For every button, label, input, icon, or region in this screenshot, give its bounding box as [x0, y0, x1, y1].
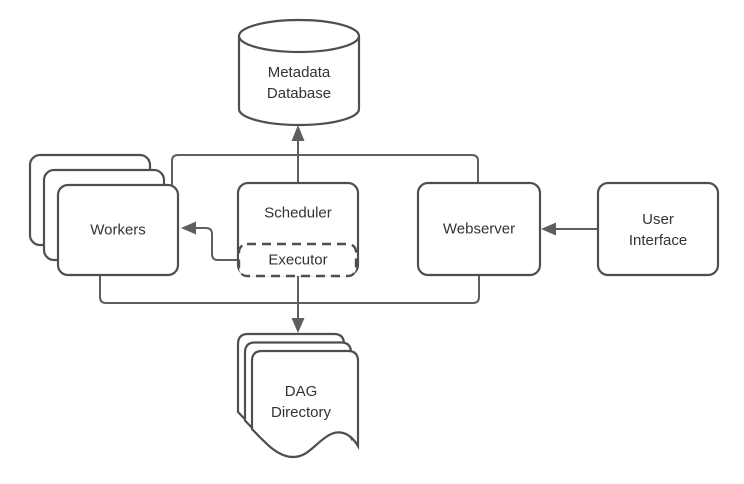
- arrowhead-down-icon: [291, 318, 305, 333]
- node-user-interface: [596, 181, 720, 277]
- workers-label: Workers: [90, 221, 146, 239]
- node-workers: [28, 153, 180, 277]
- edge-scheduler-to-metadata-db: [291, 125, 305, 184]
- executor-label: Executor: [268, 251, 328, 269]
- metadata-database-label: Metadata Database: [266, 64, 332, 102]
- node-metadata-database: [237, 18, 361, 127]
- dag-directory-label: DAG Directory: [270, 383, 332, 421]
- webserver-label: Webserver: [442, 220, 516, 238]
- cylinder-top-icon: [237, 18, 361, 54]
- edge-executor-to-workers: [181, 221, 240, 261]
- arrowhead-left-icon: [541, 222, 556, 236]
- node-executor: [237, 242, 358, 278]
- node-webserver: [416, 181, 542, 277]
- scheduler-label: Scheduler: [264, 204, 332, 222]
- node-dag-directory: [236, 332, 360, 459]
- edge-bottom-bus: [99, 274, 480, 304]
- edge-user-interface-to-webserver: [541, 222, 598, 236]
- edge-top-bus: [171, 154, 479, 186]
- arrowhead-up-icon: [291, 125, 305, 141]
- user-interface-label: User Interface: [628, 211, 688, 249]
- edge-executor-to-dag-directory: [291, 274, 305, 333]
- arrowhead-left-icon: [181, 221, 196, 235]
